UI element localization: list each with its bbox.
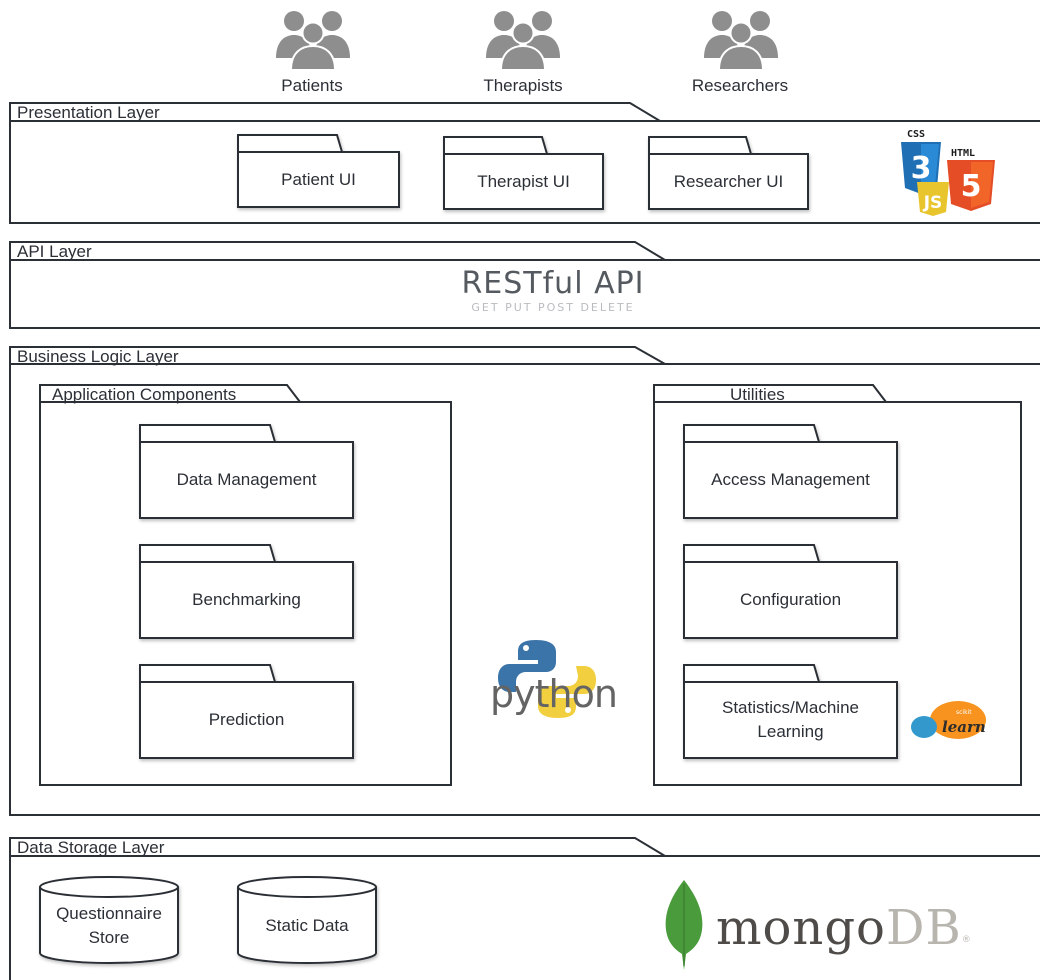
benchmarking-tab <box>139 544 276 563</box>
business-layer-tab <box>9 346 666 365</box>
users-group-icon <box>486 11 560 70</box>
app-components-tab <box>39 384 301 403</box>
researcher-ui-box <box>648 153 809 210</box>
mongodb-wordmark: mongoDB® <box>716 900 972 956</box>
utilities-tab <box>653 384 887 403</box>
mongodb-registered-mark: ® <box>961 935 972 945</box>
questionnaire-store-cylinder <box>39 887 179 964</box>
patient-ui-tab <box>237 134 343 153</box>
python-logo-text: python <box>490 672 618 716</box>
storage-layer-tab <box>9 837 666 857</box>
therapist-ui-label: Therapist UI <box>477 171 570 191</box>
api-layer-title: API Layer <box>17 242 92 261</box>
researcher-ui-label: Researcher UI <box>673 171 784 191</box>
static-data-label: Static Data <box>265 916 349 935</box>
utilities-title: Utilities <box>730 385 785 404</box>
data-management-tab <box>139 424 276 443</box>
mongodb-wordmark-part1: mongo <box>716 900 886 956</box>
html-css-js-logo: CSS 3 HTML 5 JS <box>901 129 995 216</box>
learn-label: learn <box>942 718 986 736</box>
statistics-tab <box>683 664 820 683</box>
css-logo-number: 3 <box>911 151 932 186</box>
python-logo-icon-yellow <box>538 666 596 718</box>
therapist-ui-box <box>443 153 604 210</box>
prediction-tab <box>139 664 276 683</box>
therapist-ui-tab <box>443 136 548 155</box>
patient-ui-box <box>237 151 400 208</box>
actor-therapists-label: Therapists <box>483 76 563 95</box>
statistics-ml-label: Statistics/Machine Learning <box>722 698 859 741</box>
restful-api-methods: GET PUT POST DELETE <box>471 301 635 314</box>
html-logo-number: 5 <box>961 169 982 204</box>
benchmarking-box <box>139 561 354 639</box>
actor-researchers-label: Researchers <box>691 76 789 95</box>
mongodb-wordmark-part2: DB <box>885 900 962 956</box>
presentation-layer-title: Presentation Layer <box>17 103 160 122</box>
prediction-label: Prediction <box>208 710 285 729</box>
api-layer-frame <box>9 259 1040 329</box>
api-layer-tab <box>9 241 666 261</box>
configuration-label: Configuration <box>739 590 842 609</box>
storage-layer-frame <box>9 855 1040 980</box>
mongodb-leaf-icon <box>665 880 703 970</box>
researcher-ui-tab <box>648 136 752 155</box>
presentation-layer-tab <box>9 102 661 122</box>
users-group-icon <box>276 11 350 70</box>
business-layer-title: Business Logic Layer <box>17 347 179 366</box>
python-logo-icon <box>498 640 556 692</box>
static-data-cylinder <box>237 887 377 964</box>
questionnaire-store-label: Questionnaire Store <box>56 904 162 947</box>
configuration-box <box>683 561 898 639</box>
statistics-box <box>683 681 898 759</box>
storage-layer-title: Data Storage Layer <box>17 838 165 857</box>
access-management-label: Access Management <box>711 470 870 489</box>
js-logo-text: JS <box>923 193 943 213</box>
scikit-label: scikit <box>956 709 972 716</box>
html-logo-text: HTML <box>951 148 975 159</box>
restful-api-title: RESTful API <box>461 266 645 301</box>
users-group-icon <box>704 11 778 70</box>
benchmarking-label: Benchmarking <box>192 590 301 609</box>
prediction-box <box>139 681 354 759</box>
access-management-tab <box>683 424 820 443</box>
scikit-learn-logo-icon: scikit <box>911 701 986 739</box>
access-management-box <box>683 441 898 519</box>
patient-ui-label: Patient UI <box>281 169 356 189</box>
data-management-box <box>139 441 354 519</box>
configuration-tab <box>683 544 820 563</box>
app-components-title: Application Components <box>52 385 237 404</box>
data-management-label: Data Management <box>176 470 317 489</box>
css-logo-text: CSS <box>907 129 925 140</box>
actor-patients-label: Patients <box>281 76 343 95</box>
